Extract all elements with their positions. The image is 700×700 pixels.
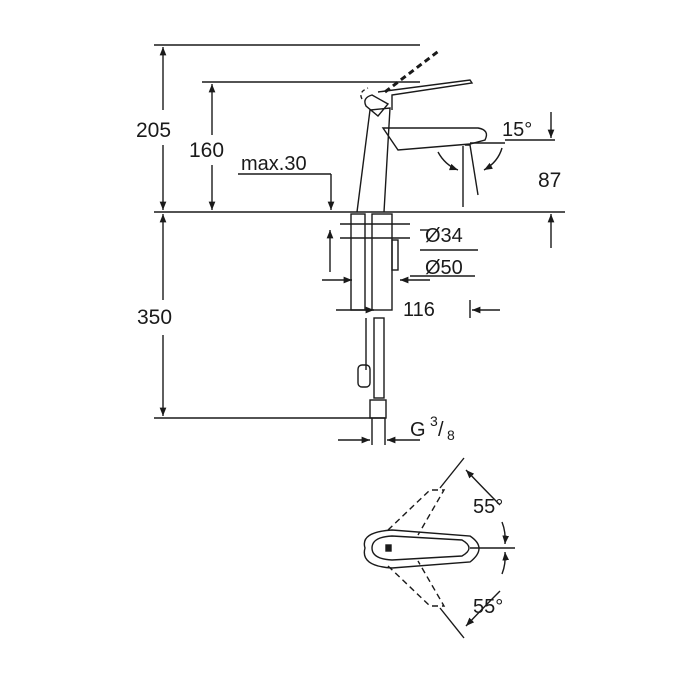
- thread-denominator: 8: [447, 427, 455, 443]
- thread-numerator: 3: [430, 413, 438, 429]
- dim-lever-height: 160: [189, 139, 225, 162]
- dim-base-diameter: Ø50: [425, 257, 463, 279]
- dim-spout-projection: 116: [403, 299, 435, 321]
- dim-total-height: 205: [136, 119, 172, 142]
- dim-spout-angle: 15°: [502, 119, 533, 141]
- dim-mount-hole-diameter: Ø34: [425, 225, 463, 247]
- dim-lever-swing-upper: 55°: [473, 496, 504, 518]
- dim-lever-swing-lower: 55°: [473, 596, 504, 618]
- dim-connection-thread: G: [410, 419, 426, 441]
- dim-hose-length: 350: [137, 306, 173, 329]
- thread-slash: /: [438, 419, 444, 441]
- dim-max-deck-thickness: max.30: [241, 153, 307, 175]
- dim-outlet-height: 87: [538, 169, 562, 192]
